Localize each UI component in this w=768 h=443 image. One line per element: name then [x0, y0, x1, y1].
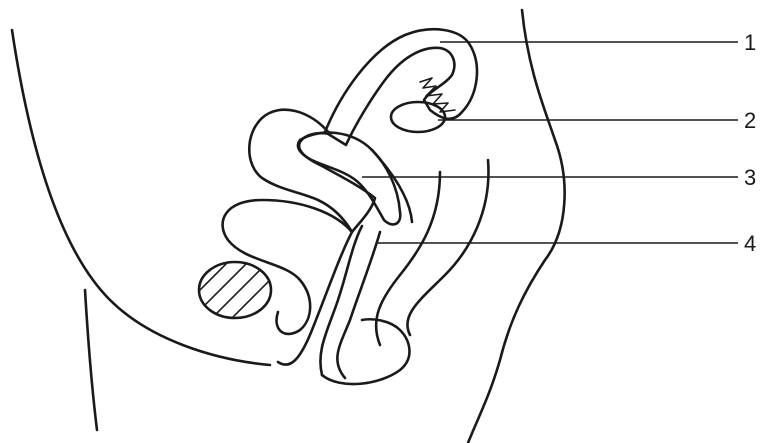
label-4: 4: [744, 231, 756, 256]
uterine-body: [298, 133, 400, 225]
vagina-posterior: [337, 232, 380, 378]
anal-canal: [322, 319, 409, 384]
bladder-fold: [249, 110, 375, 232]
posterior-body-wall: [468, 10, 565, 443]
label-1: 1: [744, 30, 756, 55]
ovary: [391, 102, 445, 132]
label-3: 3: [744, 165, 756, 190]
pubic-symphysis: [190, 255, 290, 334]
thigh-outline: [85, 290, 97, 430]
anterior-body-wall: [12, 30, 270, 365]
label-2: 2: [744, 108, 756, 133]
